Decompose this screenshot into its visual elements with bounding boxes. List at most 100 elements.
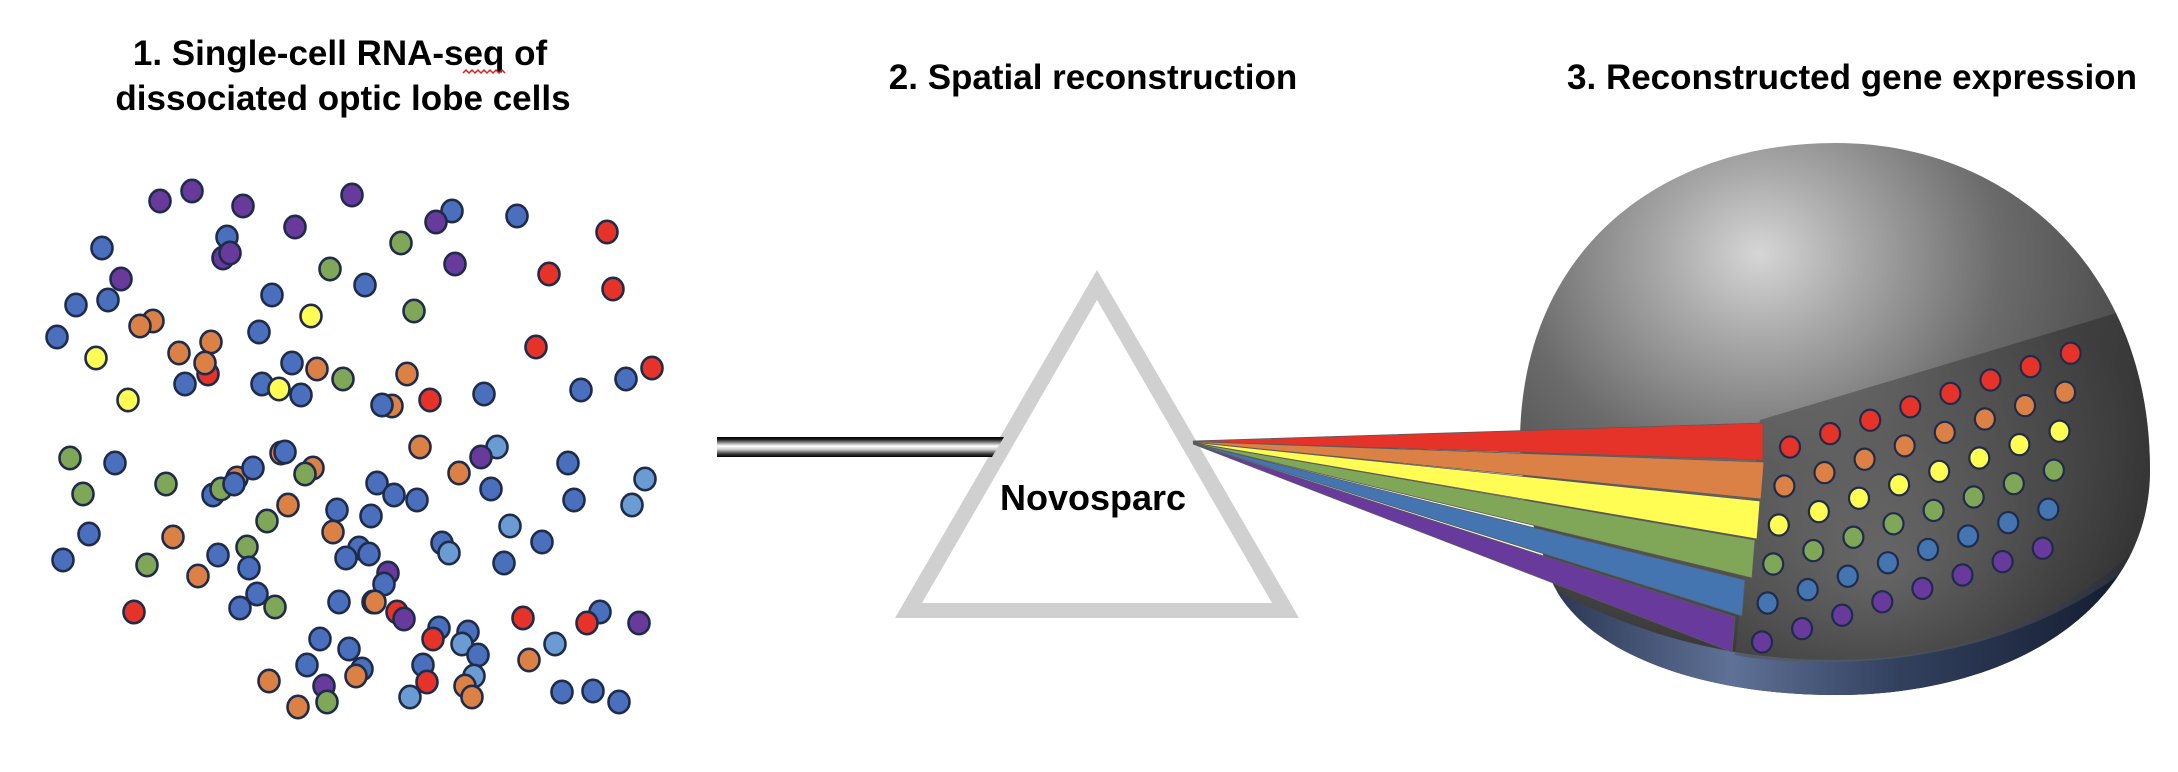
expression-dot-red: [1939, 381, 1962, 406]
expression-dot-blue: [2037, 497, 2060, 521]
cell-blue: [295, 652, 319, 678]
cell-orange: [286, 694, 310, 720]
expression-dot-green: [1962, 485, 1985, 509]
cell-blue: [77, 521, 101, 547]
cell-blue: [228, 595, 252, 621]
expression-dot-purple: [2031, 536, 2054, 560]
cell-blue: [45, 324, 69, 350]
cell-purple: [443, 251, 467, 277]
cell-red: [415, 669, 439, 695]
cell-blue: [365, 470, 389, 496]
cell-blue: [173, 371, 197, 397]
cell-orange: [321, 519, 345, 545]
reconstructed-expression-grid: [1750, 341, 2082, 654]
expression-dot-orange: [1933, 420, 1956, 445]
cell-blue: [472, 381, 496, 407]
cell-blue: [280, 350, 304, 376]
cell-green: [331, 366, 355, 392]
cell-light-blue: [543, 631, 567, 657]
cell-light-blue: [398, 684, 422, 710]
cell-yellow: [116, 387, 140, 413]
cell-purple: [148, 188, 172, 214]
cell-orange: [193, 350, 217, 376]
cell-red: [511, 605, 535, 631]
cell-blue: [334, 545, 358, 571]
cell-blue: [337, 636, 361, 662]
expression-dot-green: [1842, 525, 1865, 549]
expression-dot-orange: [1973, 407, 1997, 431]
cell-orange: [167, 340, 191, 366]
spectrum-band-purple: [1192, 443, 1736, 653]
cell-green: [135, 552, 159, 578]
white-light-beam: [717, 437, 1007, 457]
cell-purple: [283, 214, 307, 240]
cell-blue: [405, 487, 429, 513]
cell-blue: [581, 678, 605, 704]
cell-light-blue: [633, 466, 657, 492]
expression-dot-green: [1882, 512, 1905, 536]
cell-green: [235, 534, 259, 560]
expression-dot-red: [1818, 421, 1842, 446]
cell-green: [389, 230, 413, 256]
cell-purple: [180, 178, 204, 204]
expression-dot-blue: [1756, 591, 1779, 615]
cell-purple: [231, 193, 255, 219]
cell-blue: [479, 476, 503, 502]
prism-fill: [895, 270, 1299, 618]
cell-blue: [222, 471, 246, 497]
cell-blue: [530, 529, 554, 555]
cell-purple: [392, 606, 416, 632]
cell-blue: [103, 450, 127, 476]
cell-orange: [408, 434, 432, 460]
cell-purple: [469, 444, 493, 470]
cell-orange: [199, 329, 223, 355]
expression-dot-purple: [1991, 549, 2014, 574]
expression-dot-red: [2019, 354, 2042, 379]
expression-dot-green: [2002, 471, 2025, 496]
cell-purple: [109, 266, 133, 292]
cell-orange: [257, 668, 281, 694]
cell-blue: [260, 282, 284, 308]
cell-green: [154, 471, 178, 497]
expression-dot-green: [1922, 498, 1945, 523]
expression-dot-purple: [1831, 603, 1854, 627]
spectrum-band-blue: [1192, 443, 1746, 617]
cell-orange: [363, 589, 387, 615]
prism: Novosparc: [895, 270, 1299, 618]
cell-purple: [424, 209, 448, 235]
expression-dot-yellow: [1928, 459, 1951, 484]
beam-entry: [983, 437, 1004, 457]
spectrum-rays: [1192, 422, 1765, 653]
expression-dot-purple: [1911, 576, 1934, 601]
cell-blue: [614, 366, 638, 392]
cell-red: [421, 626, 445, 652]
cell-green: [71, 481, 95, 507]
expression-dot-blue: [1997, 510, 2020, 535]
cell-blue: [96, 287, 120, 313]
expression-dot-orange: [1813, 460, 1836, 485]
cell-blue: [556, 450, 580, 476]
expression-dot-orange: [1853, 447, 1876, 471]
cell-blue: [359, 503, 383, 529]
cell-blue: [51, 547, 75, 573]
expression-dot-yellow: [2008, 432, 2031, 457]
cell-purple: [340, 182, 364, 208]
cell-blue: [245, 581, 269, 607]
cell-purple: [627, 610, 651, 636]
expression-dot-yellow: [2048, 419, 2071, 443]
expression-dot-blue: [1916, 537, 1940, 562]
expression-dot-red: [1979, 368, 2002, 392]
cell-yellow: [267, 376, 291, 402]
cell-orange: [305, 356, 329, 382]
expression-dot-yellow: [1847, 486, 1871, 510]
expression-dot-yellow: [1968, 446, 1991, 470]
cell-blue: [237, 555, 261, 581]
cell-orange: [161, 524, 185, 550]
expression-dot-blue: [1956, 524, 1980, 548]
cell-blue: [550, 679, 574, 705]
cell-yellow: [84, 345, 108, 371]
expression-dot-green: [1802, 538, 1825, 563]
cell-blue: [247, 319, 271, 345]
step2-title: 2. Spatial reconstruction: [889, 58, 1297, 97]
